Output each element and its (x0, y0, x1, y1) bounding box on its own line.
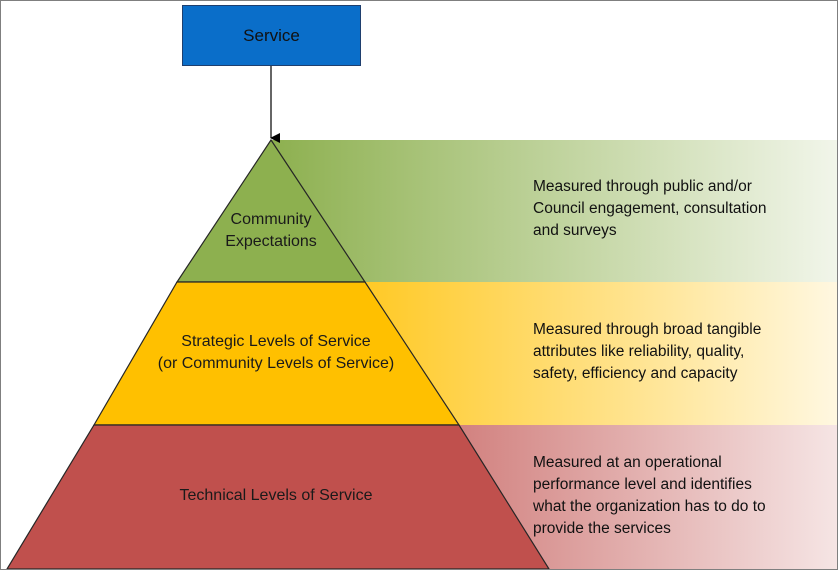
tier-strategic-label: Strategic Levels of Service (or Communit… (157, 333, 395, 372)
band-community (271, 140, 837, 282)
tier-strategic-description: Measured through broad tangible attribut… (533, 321, 762, 382)
service-box: Service (182, 5, 361, 66)
tier-technical-description: Measured at an operational performance l… (533, 454, 766, 537)
tier-community-label: Community Expectations (225, 211, 317, 250)
tier-community-description: Measured through public and/or Council e… (533, 178, 767, 239)
tier-technical-shape (6, 424, 550, 569)
tier-technical-label: Technical Levels of Service (179, 487, 373, 504)
service-label: Service (243, 25, 300, 45)
